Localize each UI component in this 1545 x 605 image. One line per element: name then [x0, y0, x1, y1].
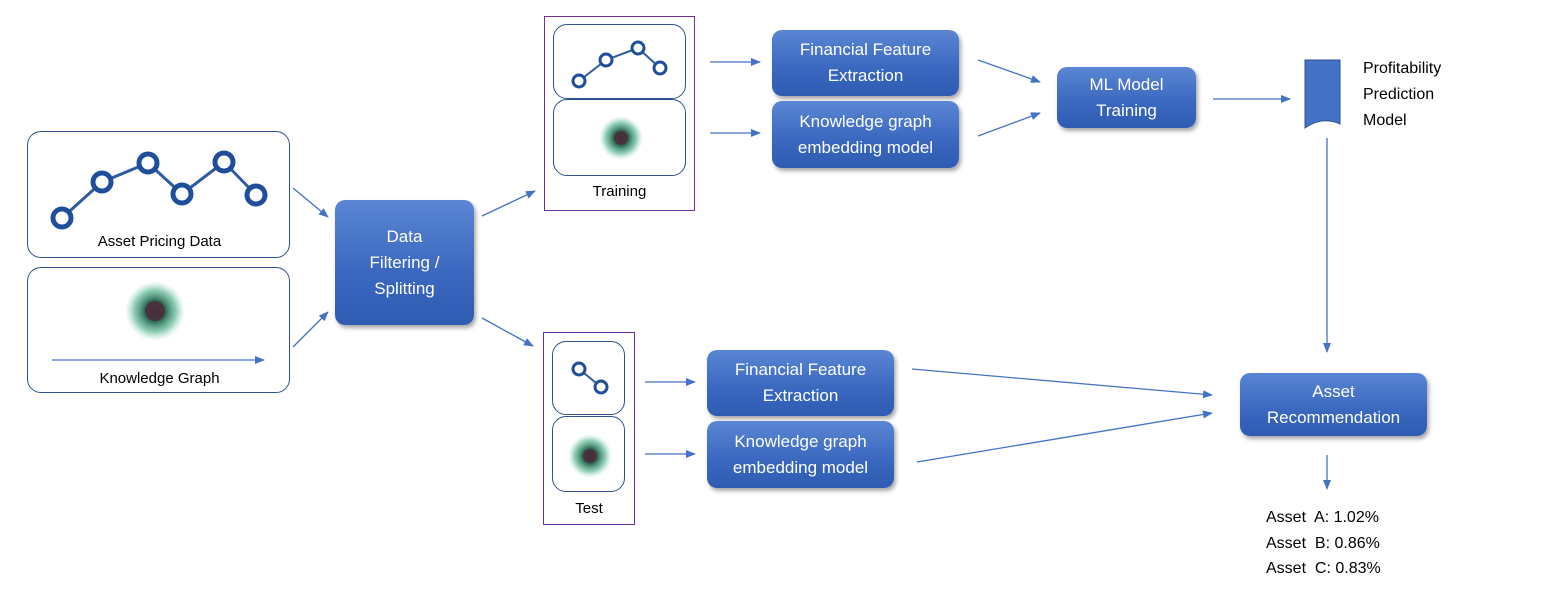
ml-line1: ML Model	[1089, 74, 1164, 94]
train-feature-line2: Extraction	[827, 66, 904, 85]
model-line1: Profitability	[1363, 60, 1442, 77]
result-asset-a: Asset A: 1.02%	[1266, 509, 1379, 526]
training-kg-panel	[553, 99, 686, 176]
arrow-filter-to-training	[481, 190, 536, 217]
test-label: Test	[575, 500, 603, 517]
test-kg-panel	[552, 416, 625, 492]
test-feature-line2: Extraction	[762, 386, 839, 405]
profitability-model-label: Profitability Prediction Model	[1363, 56, 1441, 134]
test-kg-icon	[568, 434, 612, 478]
arrow-pricing-to-filter	[292, 187, 329, 218]
model-line3: Model	[1363, 112, 1407, 129]
filter-line2: Filtering /	[369, 252, 440, 272]
knowledge-graph-icon	[52, 281, 265, 364]
training-price-panel	[553, 24, 686, 99]
filter-line1: Data	[386, 226, 423, 246]
test-kg-line1: Knowledge graph	[734, 431, 867, 451]
test-kg-embedding-box: Knowledge graph embedding model	[707, 421, 894, 488]
train-feature-line1: Financial Feature	[799, 40, 932, 59]
data-filtering-box: Data Filtering / Splitting	[335, 200, 474, 325]
recommendation-line1: Asset	[1312, 381, 1355, 401]
filter-line3: Splitting	[374, 278, 435, 298]
train-kg-line1: Knowledge graph	[799, 111, 932, 131]
result-asset-b: Asset B: 0.86%	[1266, 535, 1380, 552]
recommendation-line2: Recommendation	[1266, 407, 1401, 427]
arrow-test-embedding-to-recommendation	[916, 410, 1213, 463]
test-price-chart-icon	[571, 361, 609, 395]
ml-line2: Training	[1096, 100, 1157, 120]
asset-pricing-label: Asset Pricing Data	[97, 233, 222, 250]
arrow-feature-to-ml	[977, 59, 1041, 83]
model-line2: Prediction	[1363, 86, 1435, 103]
train-feature-extraction-box: Financial Feature Extraction	[772, 30, 959, 96]
asset-recommendation-box: Asset Recommendation	[1240, 373, 1427, 436]
test-feature-line1: Financial Feature	[734, 360, 867, 379]
test-kg-line2: embedding model	[732, 457, 869, 477]
arrow-kg-to-filter	[292, 311, 329, 348]
training-kg-icon	[599, 116, 643, 160]
knowledge-graph-label: Knowledge Graph	[99, 370, 220, 387]
price-chart-icon	[50, 150, 268, 230]
arrow-test-feature-to-recommendation	[911, 368, 1213, 399]
train-kg-line2: embedding model	[797, 137, 934, 157]
training-group	[544, 16, 695, 211]
test-price-panel	[552, 341, 625, 415]
knowledge-graph-panel: Knowledge Graph	[27, 267, 290, 393]
arrow-filter-to-test	[481, 317, 534, 347]
test-group	[543, 332, 635, 525]
training-price-chart-icon	[571, 40, 668, 89]
test-feature-extraction-box: Financial Feature Extraction	[707, 350, 894, 416]
training-label: Training	[592, 183, 647, 200]
train-kg-embedding-box: Knowledge graph embedding model	[772, 101, 959, 168]
arrow-embedding-to-ml	[977, 112, 1041, 137]
asset-pricing-panel: Asset Pricing Data	[27, 131, 290, 258]
ml-model-training-box: ML Model Training	[1057, 67, 1196, 128]
result-asset-c: Asset C: 0.83%	[1266, 560, 1381, 577]
document-icon	[1304, 59, 1341, 129]
